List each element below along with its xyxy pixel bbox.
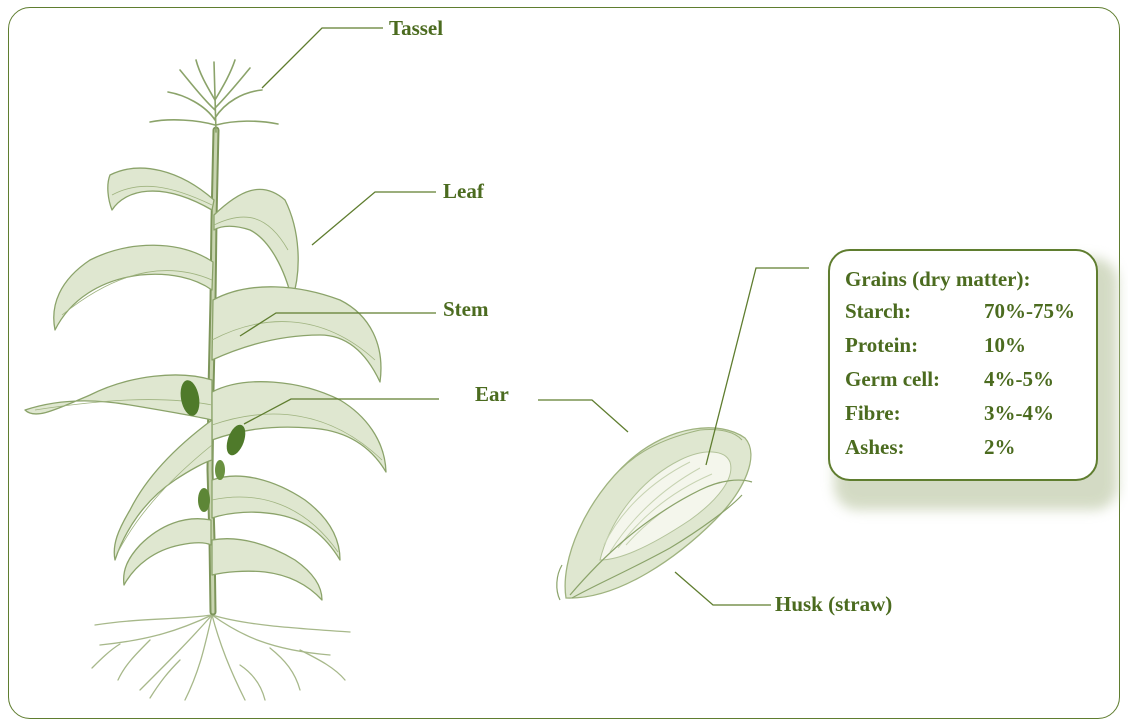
composition-row-protein: Protein: 10% <box>845 333 1105 359</box>
composition-value: 4%-5% <box>984 367 1054 392</box>
composition-row-germ-cell: Germ cell: 4%-5% <box>845 367 1105 393</box>
composition-box: Grains (dry matter): Starch: 70%-75% Pro… <box>828 249 1098 481</box>
composition-name: Ashes: <box>845 435 905 460</box>
composition-name: Starch: <box>845 299 911 324</box>
composition-title: Grains (dry matter): <box>845 267 1030 292</box>
composition-row-ashes: Ashes: 2% <box>845 435 1105 461</box>
composition-name: Fibre: <box>845 401 901 426</box>
composition-value: 70%-75% <box>984 299 1075 324</box>
tassel-leader <box>262 28 383 88</box>
composition-name: Protein: <box>845 333 918 358</box>
roots <box>92 615 350 700</box>
tassel-branches <box>150 60 278 132</box>
leaf-leader <box>312 192 436 245</box>
label-stem: Stem <box>443 297 489 321</box>
husk-leader <box>675 572 771 605</box>
label-tassel: Tassel <box>389 16 443 40</box>
composition-row-fibre: Fibre: 3%-4% <box>845 401 1105 427</box>
leaves <box>25 168 386 600</box>
label-ear: Ear <box>475 382 509 406</box>
composition-value: 3%-4% <box>984 401 1054 426</box>
husked-ear <box>557 428 752 600</box>
label-husk: Husk (straw) <box>775 592 892 616</box>
composition-value: 2% <box>984 435 1016 460</box>
ear-to-cob-leader <box>538 400 628 432</box>
composition-name: Germ cell: <box>845 367 940 392</box>
label-leaf: Leaf <box>443 179 484 203</box>
composition-row-starch: Starch: 70%-75% <box>845 299 1105 325</box>
composition-value: 10% <box>984 333 1026 358</box>
